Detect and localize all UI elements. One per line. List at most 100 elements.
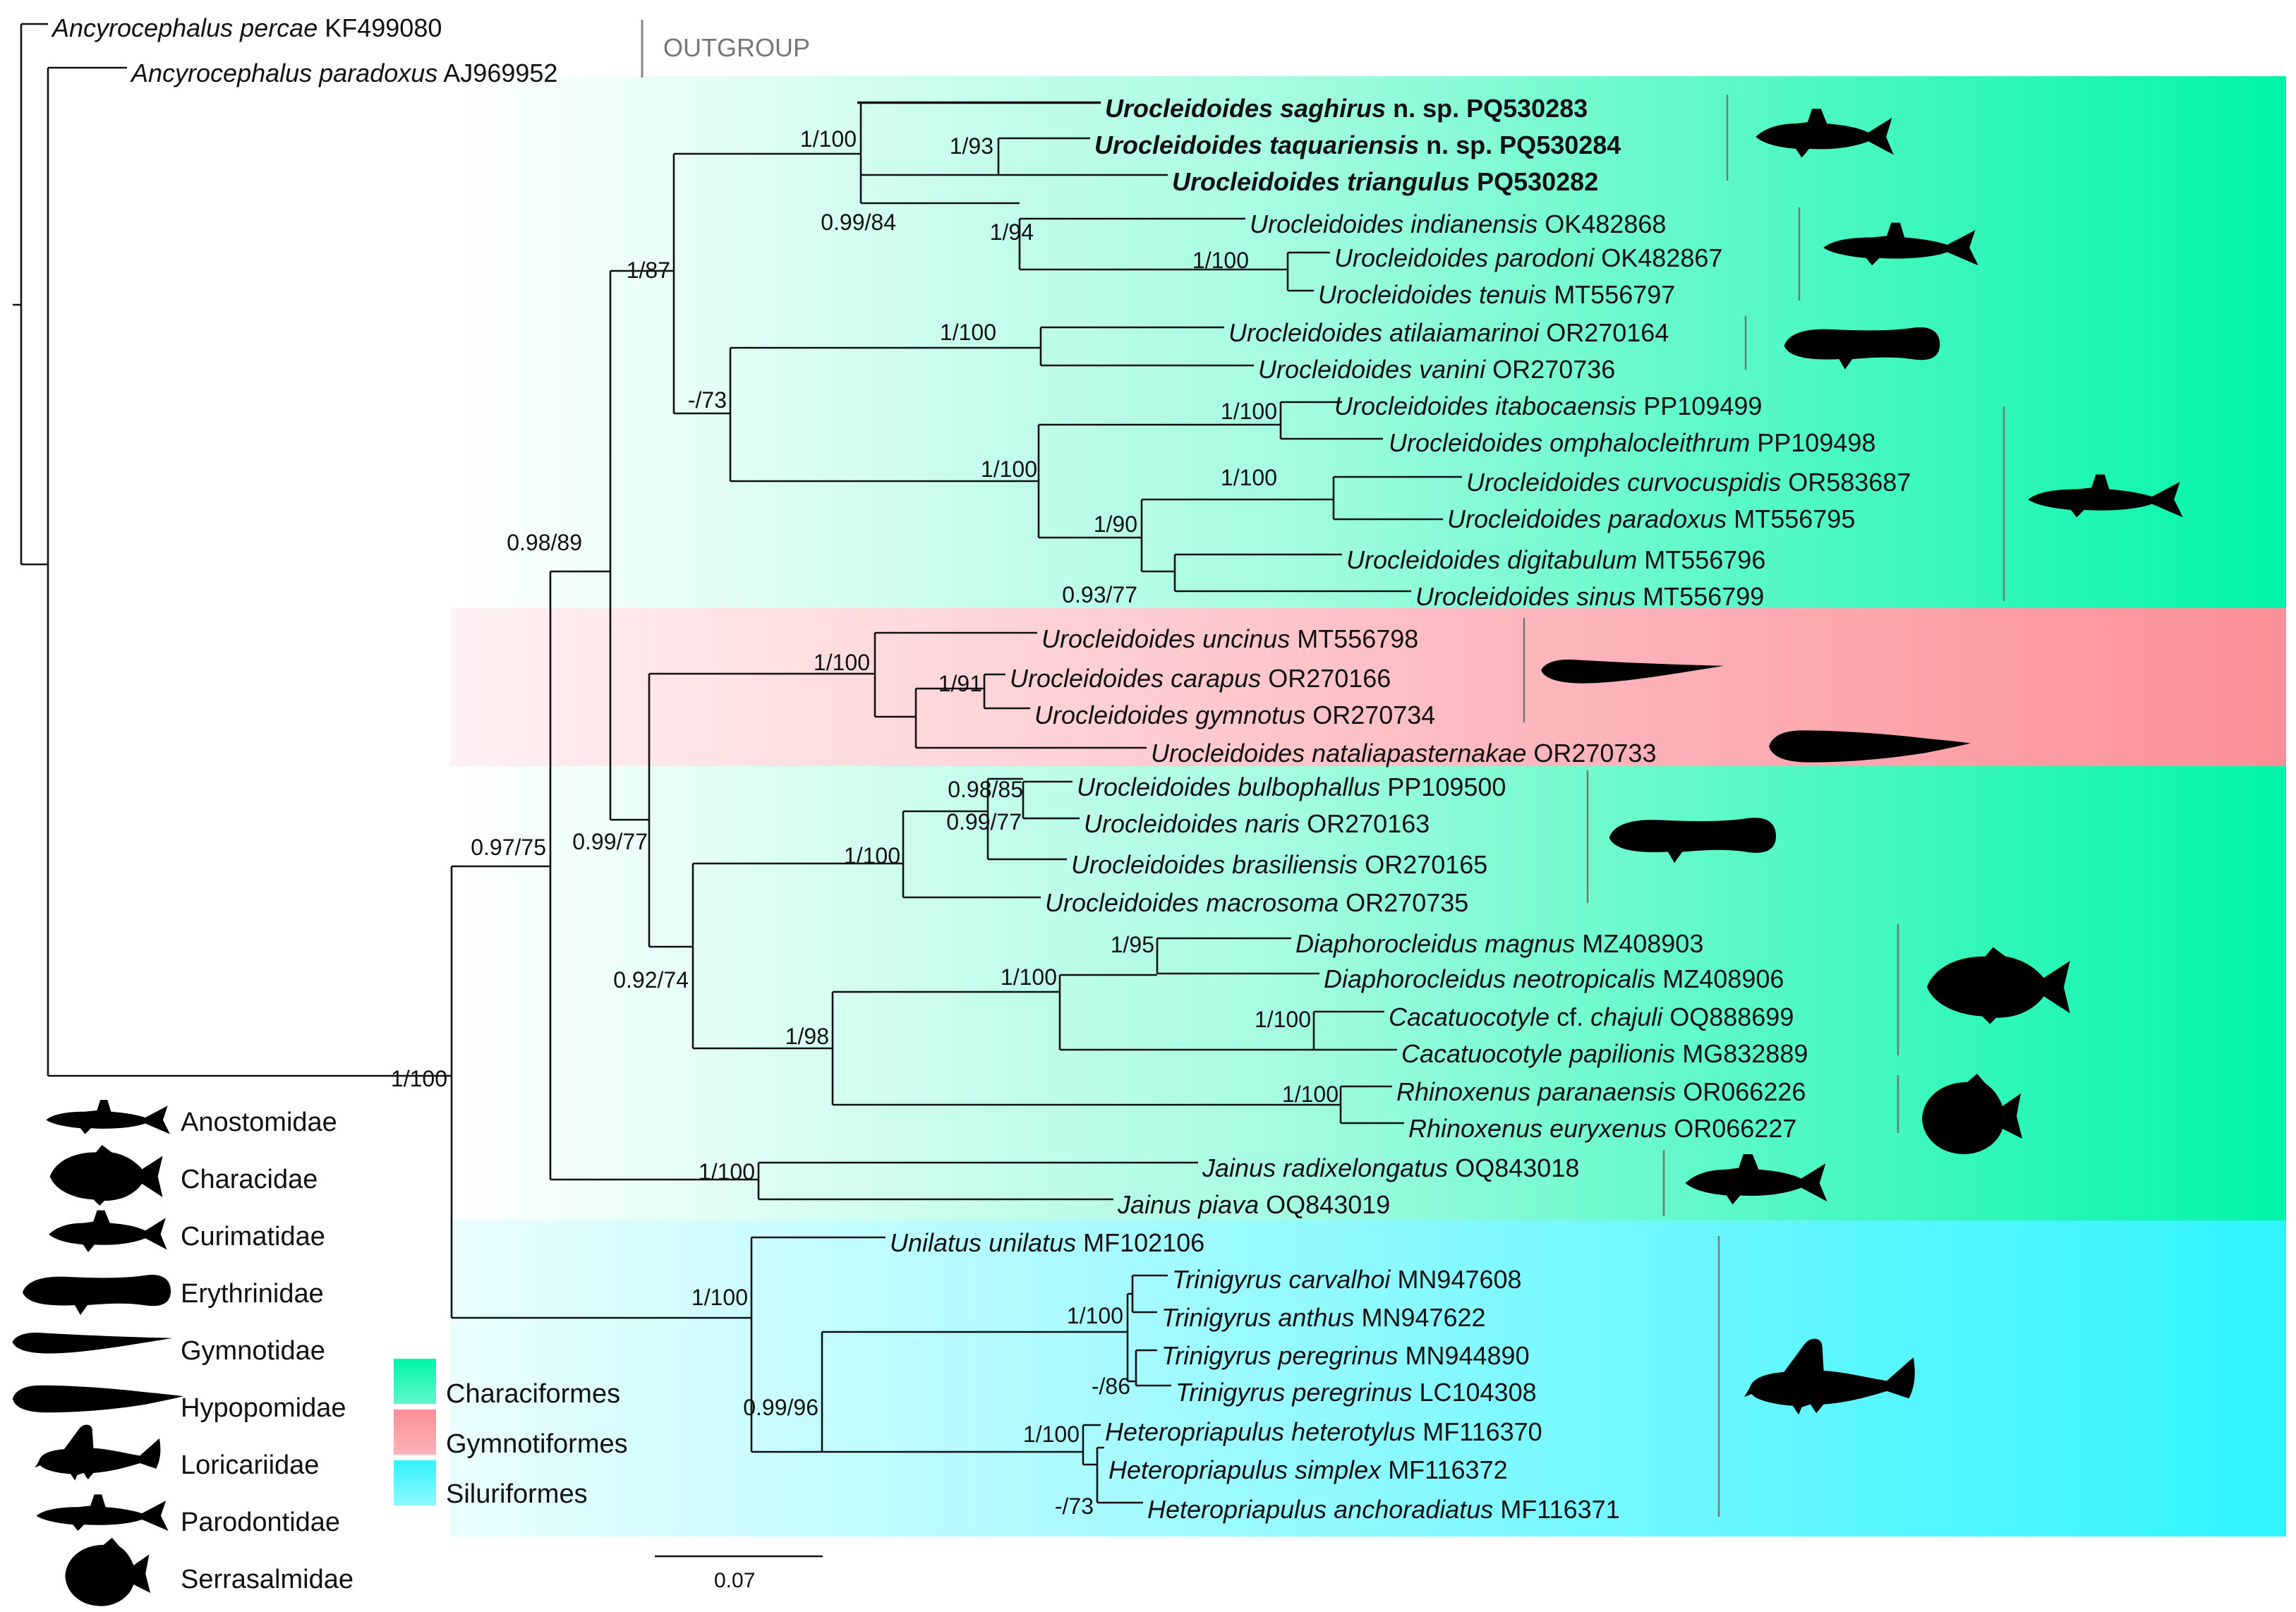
- support-value: 1/100: [1282, 1081, 1339, 1107]
- accession-number: MT556798: [1290, 624, 1418, 653]
- taxon-label: Urocleidoides itabocaensis PP109499: [1334, 392, 1762, 420]
- gymnotiformes-band: [450, 608, 2286, 766]
- taxon-label: Urocleidoides naris OR270163: [1084, 809, 1430, 838]
- taxon-name: Trinigyrus peregrinus: [1161, 1341, 1398, 1370]
- taxon-name: Cacatuocotyle papilionis: [1401, 1039, 1675, 1068]
- taxon-name: Urocleidoides brasiliensis: [1071, 850, 1358, 879]
- curimatid-fish-icon: [49, 1210, 167, 1252]
- accession-number: OR066226: [1676, 1077, 1806, 1106]
- taxon-label: Heteropriapulus simplex MF116372: [1108, 1455, 1508, 1484]
- taxon-label: Urocleidoides vanini OR270736: [1258, 355, 1615, 384]
- taxon-name: Urocleidoides digitabulum: [1346, 545, 1637, 574]
- accession-number: MF116371: [1493, 1495, 1619, 1524]
- support-value: 1/100: [1067, 1303, 1123, 1328]
- taxon-name: Heteropriapulus heterotylus: [1105, 1417, 1415, 1446]
- taxon-label: Rhinoxenus euryxenus OR066227: [1408, 1114, 1796, 1143]
- taxon-name: Urocleidoides omphalocleithrum: [1389, 428, 1750, 457]
- accession-number: KF499080: [318, 13, 442, 42]
- accession-number: OR066227: [1667, 1114, 1796, 1143]
- accession-number: OK482867: [1594, 243, 1722, 272]
- taxon-label: Trinigyrus carvalhoi MN947608: [1172, 1265, 1522, 1294]
- taxon-label: Urocleidoides paradoxus MT556795: [1447, 504, 1855, 533]
- accession-number: MN944890: [1398, 1341, 1529, 1370]
- taxon-labels: Ancyrocephalus percae KF499080Ancyroceph…: [51, 13, 1911, 1524]
- taxon-name: Urocleidoides nataliapasternakae: [1151, 739, 1526, 768]
- clade-markers: [1523, 95, 2183, 1517]
- taxon-label: Urocleidoides atilaiamarinoi OR270164: [1228, 318, 1669, 347]
- taxon-label: Urocleidoides indianensis OK482868: [1250, 210, 1666, 238]
- gymnotid-fish-icon: [12, 1333, 173, 1354]
- taxon-label: Diaphorocleidus magnus MZ408903: [1295, 929, 1703, 958]
- taxon-label: Urocleidoides parodoni OK482867: [1334, 243, 1722, 272]
- support-value: 1/100: [1255, 1007, 1311, 1032]
- taxon-label: Urocleidoides digitabulum MT556796: [1346, 545, 1765, 574]
- family-legend-label: Characidae: [181, 1165, 318, 1194]
- accession-number: OR270734: [1305, 701, 1435, 729]
- support-value: 1/100: [844, 843, 900, 868]
- support-value: 1/95: [1111, 932, 1154, 957]
- support-value: 0.98/85: [948, 777, 1023, 802]
- taxon-label: Cacatuocotyle cf. chajuli OQ888699: [1389, 1002, 1794, 1031]
- support-value: 0.99/77: [946, 809, 1022, 835]
- taxon-name: Ancyrocephalus percae: [51, 13, 318, 42]
- taxon-name: Trinigyrus peregrinus: [1176, 1378, 1412, 1407]
- anostomid-fish-icon: [46, 1100, 170, 1134]
- taxon-label: Urocleidoides omphalocleithrum PP109498: [1389, 428, 1875, 457]
- taxon-label: Urocleidoides sinus MT556799: [1415, 582, 1764, 611]
- parodontid-fish-icon: [36, 1494, 169, 1532]
- accession-number: PP109498: [1750, 428, 1875, 457]
- accession-number: OQ843018: [1448, 1153, 1579, 1182]
- siluriformes-swatch: [394, 1460, 436, 1505]
- accession-number: OR270736: [1485, 355, 1615, 384]
- accession-number: OR583687: [1781, 468, 1911, 497]
- family-legend-label: Erythrinidae: [181, 1279, 324, 1309]
- support-value: -/73: [688, 387, 727, 413]
- accession-number: OR270733: [1526, 739, 1656, 768]
- taxon-label: Trinigyrus peregrinus LC104308: [1176, 1378, 1537, 1407]
- accession-number: OR270166: [1261, 664, 1391, 693]
- taxon-name: Heteropriapulus anchoradiatus: [1147, 1495, 1493, 1524]
- taxon-name: Urocleidoides tenuis: [1318, 280, 1547, 309]
- taxon-qualifier: cf.: [1549, 1002, 1583, 1031]
- support-value: 1/98: [785, 1024, 829, 1049]
- scale-label: 0.07: [714, 1569, 755, 1592]
- serrasalmid-fish-icon: [65, 1537, 151, 1606]
- accession-number: OK482868: [1537, 210, 1666, 238]
- support-value: 1/100: [800, 126, 857, 152]
- support-value: 0.92/74: [613, 967, 689, 993]
- siluriformes-band: [450, 1220, 2286, 1537]
- taxon-name: Urocleidoides macrosoma: [1045, 888, 1339, 917]
- taxon-label: Urocleidoides carapus OR270166: [1010, 664, 1391, 693]
- taxon-label: Urocleidoides macrosoma OR270735: [1045, 888, 1468, 917]
- support-value: 1/87: [627, 257, 670, 283]
- support-value: 1/91: [938, 671, 982, 696]
- taxon-name: Ancyrocephalus paradoxus: [130, 59, 437, 87]
- accession-number: MF102106: [1076, 1228, 1204, 1257]
- accession-number: PQ530284: [1492, 131, 1621, 159]
- accession-number: OR270735: [1339, 888, 1468, 917]
- accession-number: MZ408903: [1575, 929, 1703, 958]
- family-legend-label: Serrasalmidae: [181, 1565, 354, 1594]
- taxon-label: Urocleidoides triangulus PQ530282: [1172, 167, 1598, 196]
- accession-number: OR270165: [1358, 850, 1487, 879]
- taxon-label: Urocleidoides curvocuspidis OR583687: [1466, 468, 1911, 497]
- support-value: 0.99/84: [821, 210, 896, 235]
- support-value: 1/100: [699, 1159, 755, 1184]
- erythrinid-fish-icon: [23, 1274, 171, 1315]
- support-value: 1/100: [691, 1285, 748, 1310]
- accession-number: OR270164: [1539, 318, 1669, 347]
- order-legend-label: Characiformes: [446, 1379, 620, 1409]
- accession-number: PP109500: [1380, 772, 1506, 801]
- taxon-label: Ancyrocephalus percae KF499080: [51, 13, 442, 42]
- taxon-name: Urocleidoides triangulus: [1172, 167, 1470, 196]
- support-value: 0.98/89: [507, 530, 582, 555]
- accession-number: OQ843019: [1259, 1190, 1390, 1219]
- accession-number: MT556797: [1547, 280, 1675, 309]
- taxon-label: Rhinoxenus paranaensis OR066226: [1396, 1077, 1806, 1106]
- support-value: -/86: [1092, 1374, 1130, 1399]
- taxon-name: Urocleidoides vanini: [1258, 355, 1486, 384]
- support-value: 1/100: [940, 320, 996, 345]
